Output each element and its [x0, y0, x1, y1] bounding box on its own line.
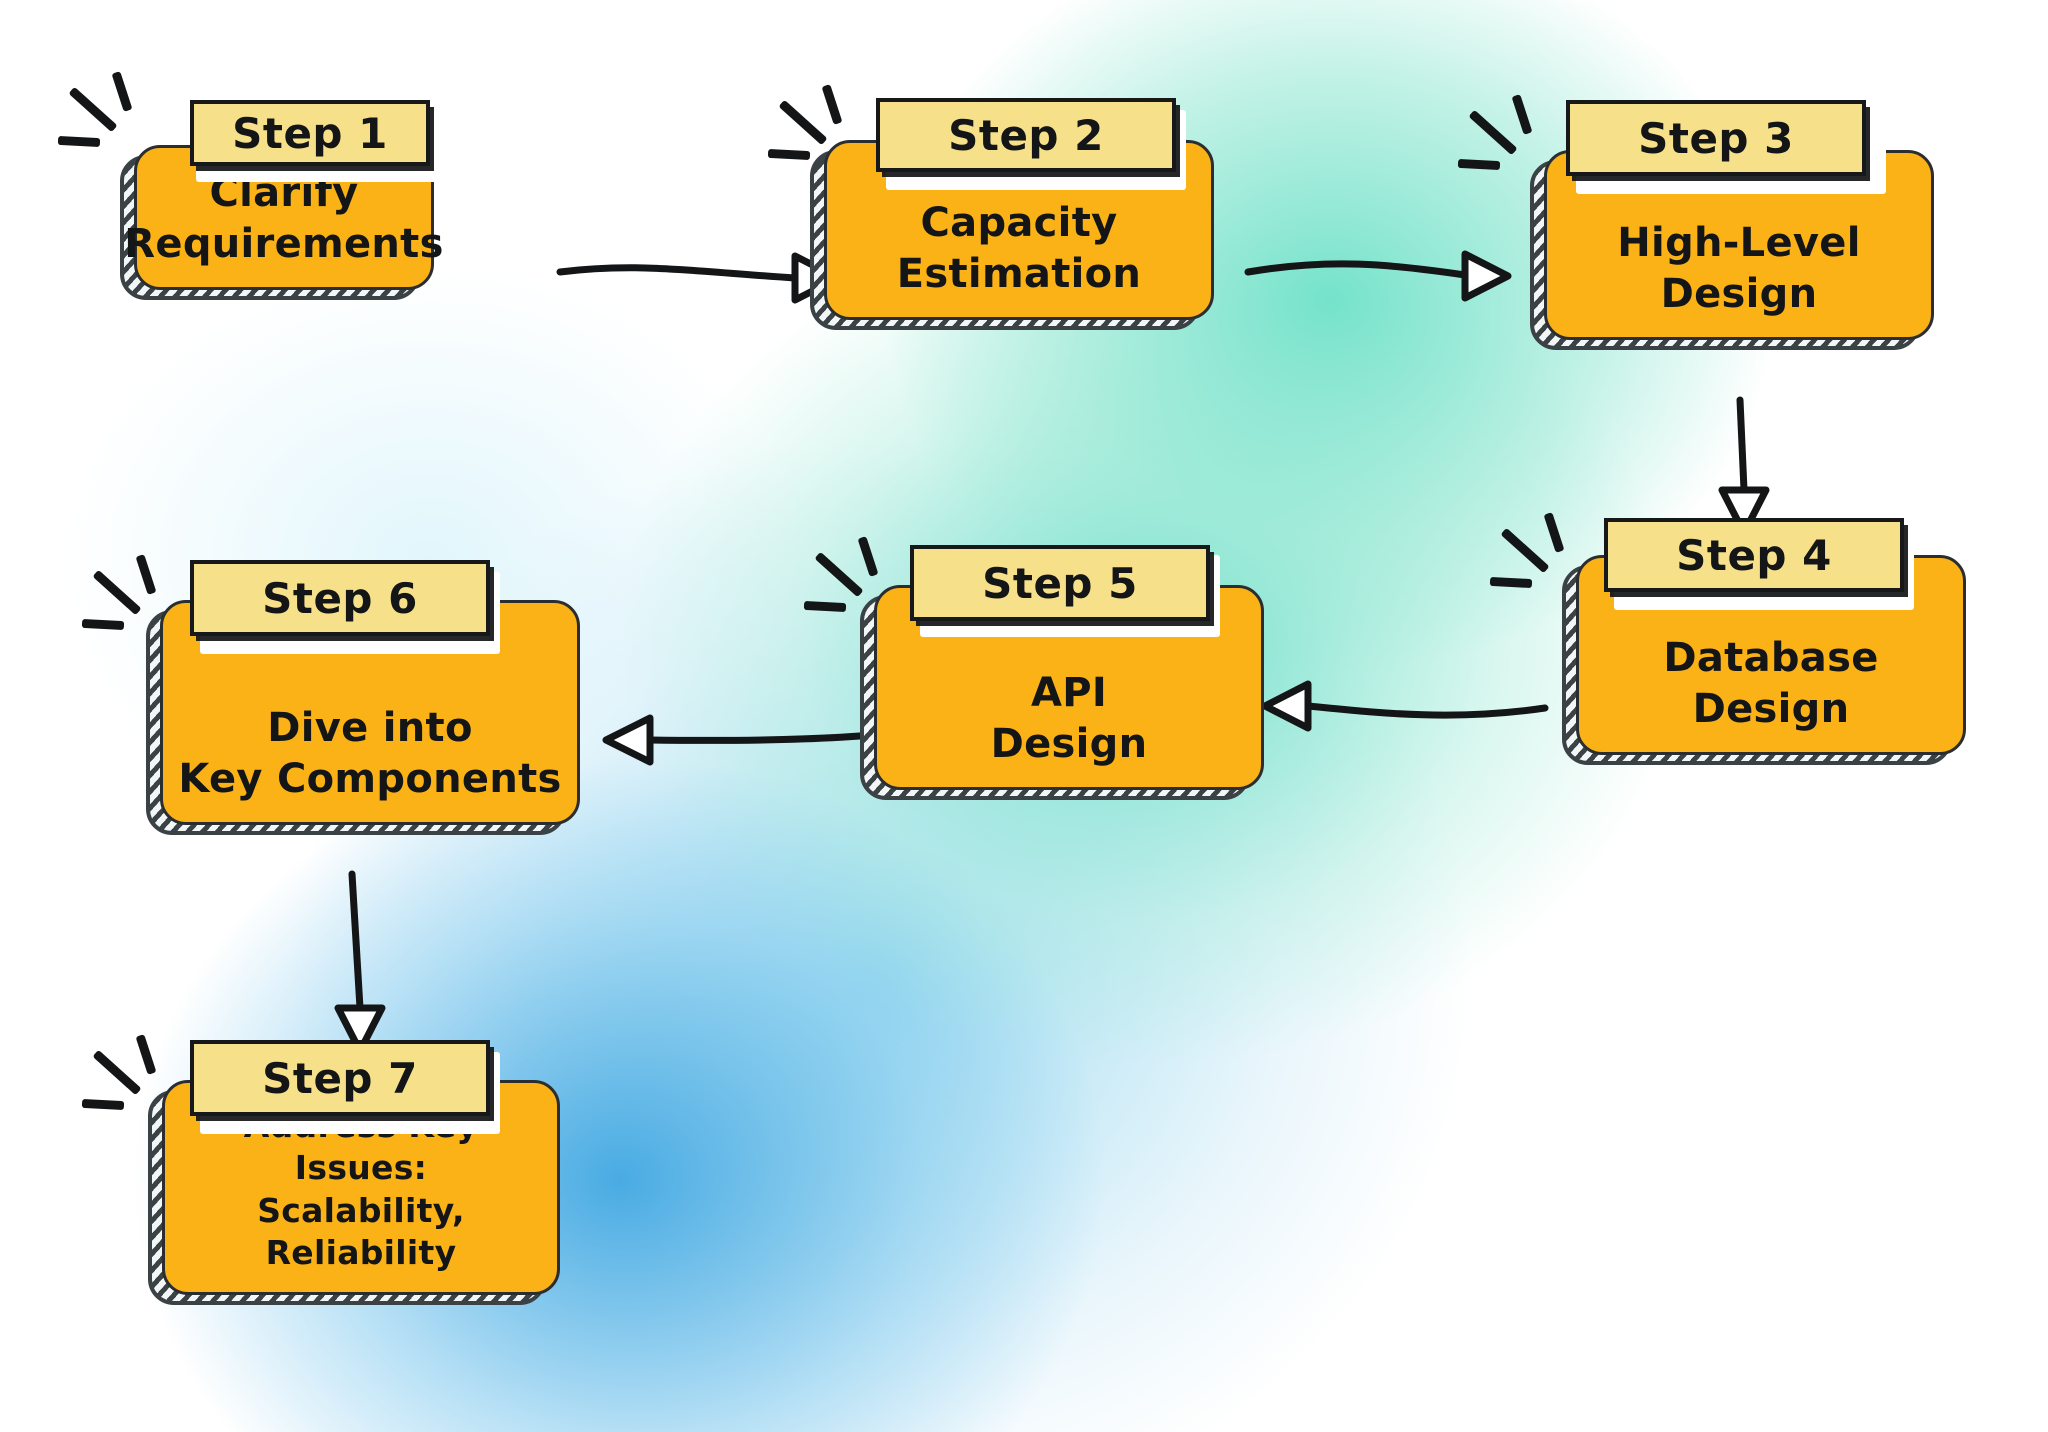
sparkle-icon [81, 1034, 176, 1128]
sparkle-icon [57, 71, 152, 165]
step-label: Step 2 [871, 96, 1176, 172]
step-label: Step 7 [185, 1038, 490, 1116]
step-label: Step 6 [185, 558, 490, 636]
sparkle-icon [81, 554, 176, 648]
node-text: Dive into Key Components [178, 705, 562, 802]
node-text: API Design [990, 670, 1148, 767]
node-text: Database Design [1663, 635, 1879, 732]
step-label: Step 5 [905, 543, 1210, 621]
node-text: Clarify Requirements [124, 170, 444, 267]
step-label: Step 1 [185, 98, 430, 166]
sparkle-icon [1457, 94, 1552, 188]
step-label: Step 4 [1599, 516, 1904, 592]
node-body: Dive into Key Components [160, 600, 580, 825]
step-label: Step 3 [1561, 98, 1866, 176]
node-text: High-Level Design [1617, 220, 1861, 317]
sparkle-icon [1489, 512, 1584, 606]
sparkle-icon [803, 536, 898, 630]
sparkle-icon [767, 84, 862, 178]
node-text: Capacity Estimation [896, 200, 1142, 297]
